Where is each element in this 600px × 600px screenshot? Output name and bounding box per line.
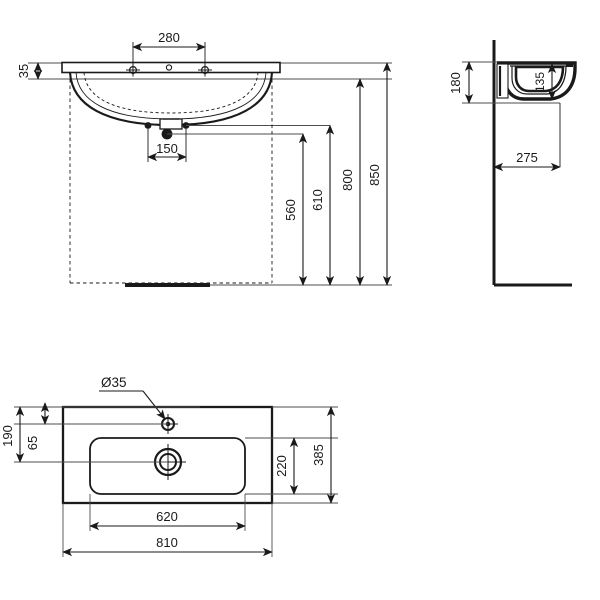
dimension-65: 65 (25, 402, 50, 450)
dimension-190: 190 (0, 406, 25, 463)
dimension-620-label: 620 (156, 509, 178, 524)
side-fixing-detail (496, 63, 509, 99)
dimension-35-label: 35 (16, 64, 31, 78)
dimension-385: 385 (311, 406, 336, 504)
dimension-610-label: 610 (310, 189, 325, 211)
front-elevation-view: 280 35 150 560 (16, 30, 392, 287)
diameter-35-callout: Ø35 (99, 375, 166, 420)
side-rim-notch (566, 64, 573, 67)
dimension-150: 150 (147, 129, 187, 162)
dimension-150-label: 150 (156, 141, 178, 156)
dimension-800: 800 (340, 78, 365, 286)
dimension-850-label: 850 (367, 164, 382, 186)
dimension-180-label: 180 (448, 72, 463, 94)
dimension-135-label: 135 (533, 72, 547, 92)
dimension-220-label: 220 (274, 455, 289, 477)
side-elevation-view: 135 180 275 (448, 40, 577, 287)
basin-bowl-outline (68, 72, 274, 127)
plan-view: Ø35 190 65 220 385 (0, 375, 338, 557)
dimension-280: 280 (132, 30, 206, 52)
dimension-850: 850 (367, 62, 392, 286)
dimension-35: 35 (16, 62, 43, 80)
dimension-810: 810 (62, 535, 273, 557)
dimension-180: 180 (448, 61, 474, 104)
dimension-800-label: 800 (340, 169, 355, 191)
side-basin-inner-profile (510, 65, 567, 95)
dimension-135: 135 (533, 63, 557, 100)
dimension-190-label: 190 (0, 425, 15, 447)
dimension-65-label: 65 (25, 436, 40, 450)
dimension-385-label: 385 (311, 444, 326, 466)
diameter-35-label: Ø35 (101, 375, 127, 390)
dimension-620: 620 (89, 509, 246, 531)
basin-hidden-edge (83, 72, 259, 114)
dimension-220: 220 (274, 437, 299, 495)
dimension-275-label: 275 (516, 150, 538, 165)
dimension-560-label: 560 (283, 199, 298, 221)
dimension-280-label: 280 (158, 30, 180, 45)
dimension-560: 560 (283, 133, 308, 286)
dimension-275: 275 (493, 103, 561, 172)
dimension-610: 610 (310, 124, 335, 286)
dimension-810-label: 810 (156, 535, 178, 550)
waste-outlet-box (159, 118, 183, 130)
basin-rim-bar (61, 61, 281, 74)
service-point-left (144, 122, 152, 129)
centre-tap-hole (165, 64, 173, 71)
